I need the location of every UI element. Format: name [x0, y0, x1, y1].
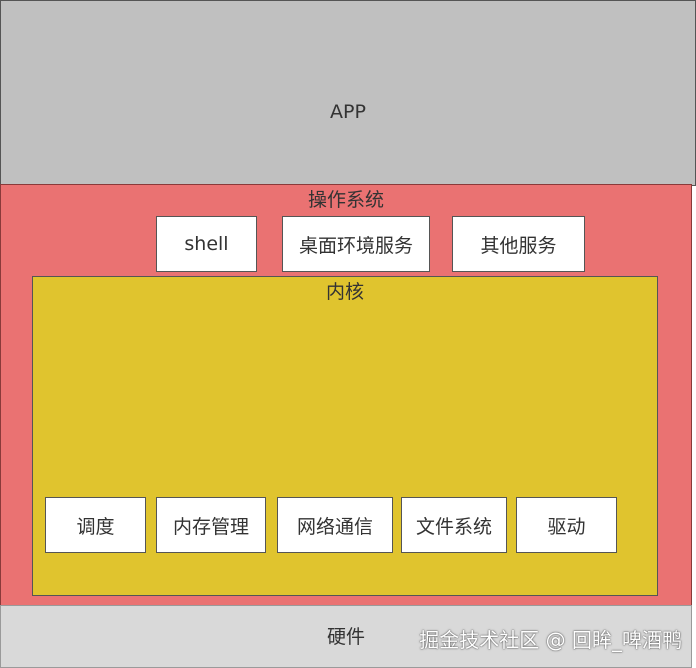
kernel-component-memory-management: 内存管理: [156, 497, 266, 553]
os-component-other-services: 其他服务: [452, 216, 585, 272]
app-layer: APP: [0, 0, 696, 186]
kernel-layer-label: 内核: [325, 281, 364, 303]
os-component-shell: shell: [156, 216, 257, 272]
hardware-layer-label: 硬件: [326, 626, 365, 648]
hardware-layer: 硬件: [0, 605, 692, 668]
os-layer-label: 操作系统: [307, 189, 384, 211]
kernel-component-scheduling: 调度: [45, 497, 146, 553]
kernel-component-filesystem: 文件系统: [401, 497, 507, 553]
kernel-component-network: 网络通信: [277, 497, 393, 553]
kernel-component-driver: 驱动: [516, 497, 617, 553]
app-layer-label: APP: [330, 101, 366, 123]
os-component-desktop-service: 桌面环境服务: [282, 216, 430, 272]
watermark: 掘金技术社区 @ 回眸_啤酒鸭: [419, 628, 682, 652]
